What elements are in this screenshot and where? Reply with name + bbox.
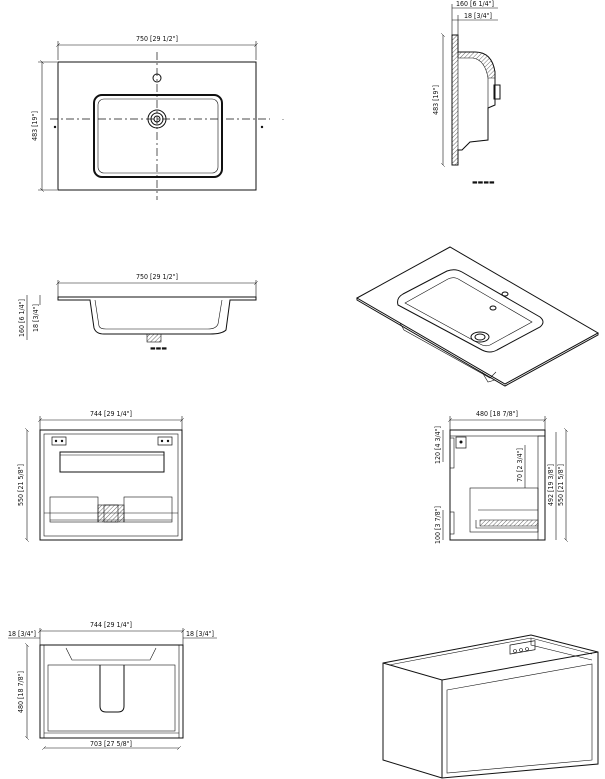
- cabinet-front-view: 744 [29 1/4"] 550 [21 5/8"]: [17, 410, 182, 540]
- cabinet-top-depth-dim: 480 [18 7/8"]: [17, 671, 25, 713]
- cabinet-side-inner-dim: 492 [19 3/8"]: [547, 464, 555, 506]
- svg-text:▬▬▬: ▬▬▬: [150, 345, 167, 352]
- sink-top-depth-dim: 483 [19"]: [31, 111, 39, 141]
- sink-side-depth-dim: 483 [19"]: [432, 85, 440, 115]
- cabinet-front-height-dim: 550 [21 5/8"]: [17, 464, 25, 506]
- sink-front-height-dim: 160 [6 1/4"]: [18, 299, 26, 337]
- sink-top-view: 750 [29 1/2"] 483 [19"]: [31, 35, 284, 200]
- sink-side-height-dim: 160 [6 1/4"]: [456, 0, 494, 8]
- cabinet-side-mid-dim: 70 [2 3/4"]: [516, 448, 524, 482]
- sink-side-thickness-dim: 18 [3/4"]: [464, 12, 492, 20]
- cabinet-top-width-dim: 744 [29 1/4"]: [90, 621, 132, 629]
- sink-front-width-dim: 750 [29 1/2"]: [136, 273, 178, 281]
- cabinet-top-view: 744 [29 1/4"] 18 [3/4"] 18 [3/4"] 480 [1…: [8, 621, 217, 748]
- cabinet-top-inner-width-dim: 703 [27 5/8"]: [90, 740, 132, 748]
- cabinet-side-depth-dim: 480 [18 7/8"]: [476, 410, 518, 418]
- sink-isometric-view: [355, 246, 600, 387]
- cabinet-top-right-panel-dim: 18 [3/4"]: [186, 630, 214, 638]
- cabinet-side-view: 480 [18 7/8"] 120 [4 3/4"] 70 [2 3/4"] 1…: [434, 410, 566, 544]
- cabinet-isometric-view: [382, 634, 599, 779]
- cabinet-side-top-dim: 120 [4 3/4"]: [434, 426, 442, 464]
- cabinet-front-width-dim: 744 [29 1/4"]: [90, 410, 132, 418]
- sink-side-section: 160 [6 1/4"] 18 [3/4"] 483 [19"] ▬▬▬▬: [432, 0, 501, 186]
- cabinet-side-bottom-dim: 100 [3 7/8"]: [434, 506, 442, 544]
- sink-front-view: 750 [29 1/2"] 160 [6 1/4"] 18 [3/4"] ▬▬▬: [18, 273, 256, 352]
- sink-front-thickness-dim: 18 [3/4"]: [32, 304, 40, 332]
- cabinet-top-left-panel-dim: 18 [3/4"]: [8, 630, 36, 638]
- sink-top-width-dim: 750 [29 1/2"]: [136, 35, 178, 43]
- svg-text:▬▬▬▬: ▬▬▬▬: [472, 179, 495, 186]
- cabinet-side-height-dim: 550 [21 5/8"]: [557, 464, 565, 506]
